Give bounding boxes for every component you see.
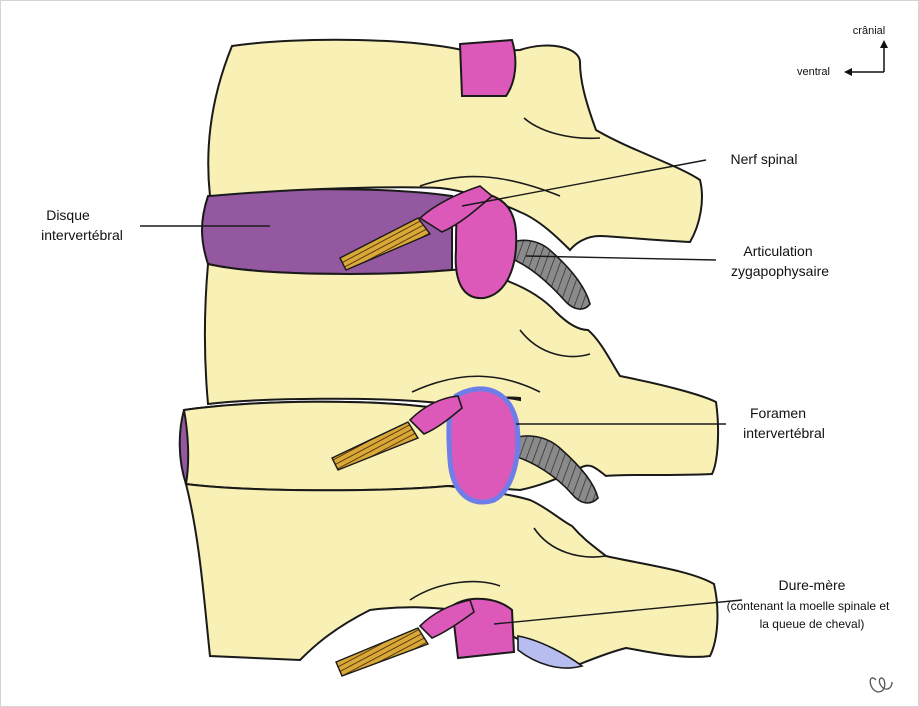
orientation-cranial-label: crânial xyxy=(853,25,885,37)
label-facet-line1: Articulation xyxy=(743,243,812,259)
vertebra-lower xyxy=(186,484,717,664)
label-disc-line2: intervertébral xyxy=(41,227,123,243)
orientation-indicator: crânial ventral xyxy=(797,25,888,78)
label-dura-line3: la queue de cheval) xyxy=(760,617,865,631)
signature-icon xyxy=(870,678,892,692)
label-disc-line1: Disque xyxy=(46,207,90,223)
arrowhead-left-icon xyxy=(844,68,852,76)
label-dura-line1: Dure-mère xyxy=(779,577,846,593)
label-nerve: Nerf spinal xyxy=(731,151,798,167)
arrowhead-up-icon xyxy=(880,40,888,48)
label-facet-line2: zygapophysaire xyxy=(731,263,829,279)
dura-top-stub xyxy=(460,40,515,96)
orientation-ventral-label: ventral xyxy=(797,66,830,78)
label-dura-line2: (contenant la moelle spinale et xyxy=(727,599,890,613)
label-foramen-line2: intervertébral xyxy=(743,425,825,441)
label-foramen-line1: Foramen xyxy=(750,405,806,421)
